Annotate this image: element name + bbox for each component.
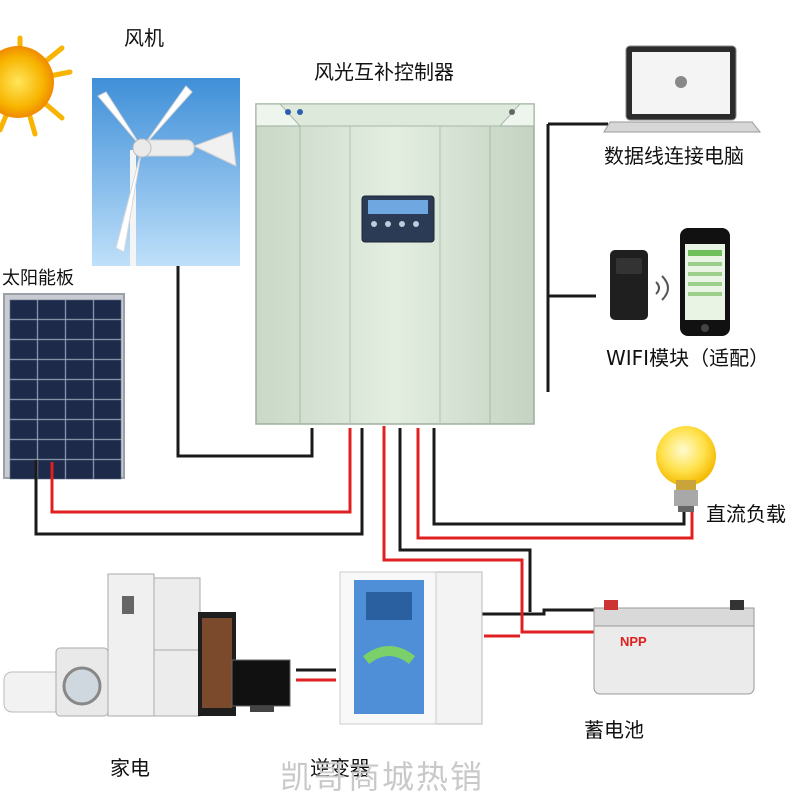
solar-cell bbox=[93, 319, 122, 340]
phone-icon bbox=[680, 228, 730, 336]
solar-cell bbox=[93, 439, 122, 460]
solar-cell bbox=[65, 359, 94, 380]
appliances-image bbox=[3, 573, 291, 717]
solar-cell bbox=[37, 379, 66, 400]
controller-label: 风光互补控制器 bbox=[314, 60, 454, 84]
solar-cell bbox=[9, 299, 38, 320]
solar-cell bbox=[93, 419, 122, 440]
solar-cell bbox=[93, 379, 122, 400]
solar-cell bbox=[37, 419, 66, 440]
solar-cell bbox=[93, 339, 122, 360]
solar-cell bbox=[65, 399, 94, 420]
solar-cell bbox=[65, 439, 94, 460]
solar-cell bbox=[37, 339, 66, 360]
red-wires bbox=[50, 426, 694, 682]
solar-cell bbox=[9, 359, 38, 380]
solar-cell bbox=[37, 399, 66, 420]
solar-cell bbox=[9, 399, 38, 420]
wind-turbine-label: 风机 bbox=[124, 26, 164, 50]
solar-cell bbox=[93, 459, 122, 480]
watermark: 凯哥商城热销 bbox=[280, 758, 485, 796]
solar-cell bbox=[37, 439, 66, 460]
solar-cell bbox=[9, 379, 38, 400]
appliances-label: 家电 bbox=[110, 756, 150, 780]
wifi-module-icon bbox=[610, 250, 669, 320]
solar-cell bbox=[65, 339, 94, 360]
light-bulb-icon bbox=[656, 426, 716, 512]
solar-cell bbox=[9, 319, 38, 340]
solar-cell bbox=[65, 379, 94, 400]
solar-cell bbox=[65, 319, 94, 340]
solar-cell bbox=[37, 299, 66, 320]
controller-image bbox=[255, 103, 535, 425]
solar-panel-label: 太阳能板 bbox=[2, 268, 74, 289]
black-wires bbox=[34, 122, 686, 672]
battery-image: NPP bbox=[593, 600, 755, 695]
inverter-image bbox=[339, 571, 483, 725]
sun-icon bbox=[0, 35, 73, 137]
wifi-module-label: WIFI模块（适配） bbox=[606, 346, 770, 370]
solar-cell bbox=[93, 359, 122, 380]
solar-cell bbox=[9, 339, 38, 360]
solar-cell bbox=[9, 439, 38, 460]
inverter-label: 逆变器 bbox=[310, 756, 370, 780]
solar-panel-image bbox=[3, 293, 125, 480]
solar-cell bbox=[9, 459, 38, 480]
solar-cell bbox=[65, 419, 94, 440]
solar-cell bbox=[65, 299, 94, 320]
solar-cell bbox=[37, 319, 66, 340]
battery-brand: NPP bbox=[620, 634, 647, 649]
solar-cell bbox=[37, 359, 66, 380]
laptop-icon bbox=[603, 45, 762, 133]
solar-cell bbox=[93, 299, 122, 320]
solar-cell bbox=[93, 399, 122, 420]
battery-label: 蓄电池 bbox=[584, 718, 644, 742]
solar-cell bbox=[65, 459, 94, 480]
dc-load-label: 直流负载 bbox=[706, 502, 786, 526]
computer-label: 数据线连接电脑 bbox=[604, 144, 744, 168]
solar-cell bbox=[9, 419, 38, 440]
wind-turbine-image bbox=[92, 78, 240, 266]
